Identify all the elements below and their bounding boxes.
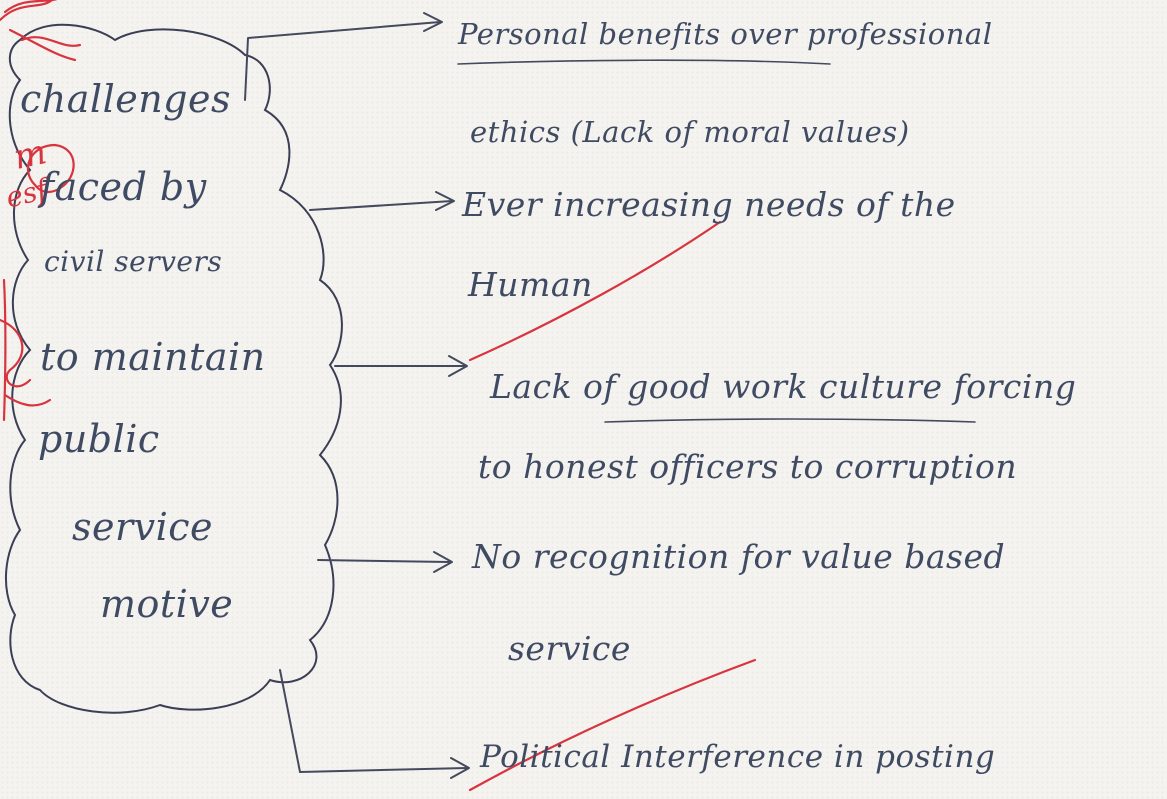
underline-personal-benefits xyxy=(457,59,831,65)
branch-4-line-1: No recognition for value based xyxy=(472,537,1006,576)
arrow-4-connector xyxy=(317,559,451,563)
arrow-5-connector xyxy=(279,669,468,773)
red-pen-mark-lower xyxy=(3,393,52,407)
arrow-2-connector xyxy=(309,200,453,211)
topic-line-5: public xyxy=(38,417,160,461)
red-pen-scribble-left xyxy=(8,28,82,62)
arrow-1-connector xyxy=(244,21,441,101)
topic-line-6: service xyxy=(72,505,214,549)
topic-line-3: civil servers xyxy=(44,245,223,278)
arrow-5-head xyxy=(450,757,470,779)
red-pen-margin-line xyxy=(2,278,7,422)
branch-1-line-1: Personal benefits over professional xyxy=(458,17,993,51)
topic-cloud-outline xyxy=(4,23,343,714)
red-pen-tick-1 xyxy=(468,220,722,362)
red-pen-scribble-top xyxy=(0,0,58,22)
topic-line-1: challenges xyxy=(20,77,231,121)
red-pen-circle xyxy=(26,143,75,194)
branch-1-line-2: ethics (Lack of moral values) xyxy=(470,115,910,149)
arrow-2-head xyxy=(435,191,455,211)
red-pen-mark-middle xyxy=(0,318,32,388)
underline-work-culture xyxy=(604,418,976,423)
branch-5-line-1: Political Interference in posting xyxy=(480,739,996,775)
arrow-3-head xyxy=(448,355,468,377)
topic-line-7: motive xyxy=(100,582,234,626)
branch-2-line-1: Ever increasing needs of the xyxy=(462,185,956,224)
branch-3-line-1: Lack of good work culture forcing xyxy=(490,367,1077,406)
branch-4-line-2: service xyxy=(508,629,631,668)
arrow-1-head xyxy=(423,12,443,32)
branch-3-line-2: to honest officers to corruption xyxy=(478,447,1018,486)
branch-2-line-2: Human xyxy=(468,265,593,304)
arrow-4-head xyxy=(433,551,453,573)
red-pen-tick-2 xyxy=(468,658,757,792)
topic-line-2: faced by xyxy=(40,165,207,209)
topic-line-4: to maintain xyxy=(40,335,266,379)
